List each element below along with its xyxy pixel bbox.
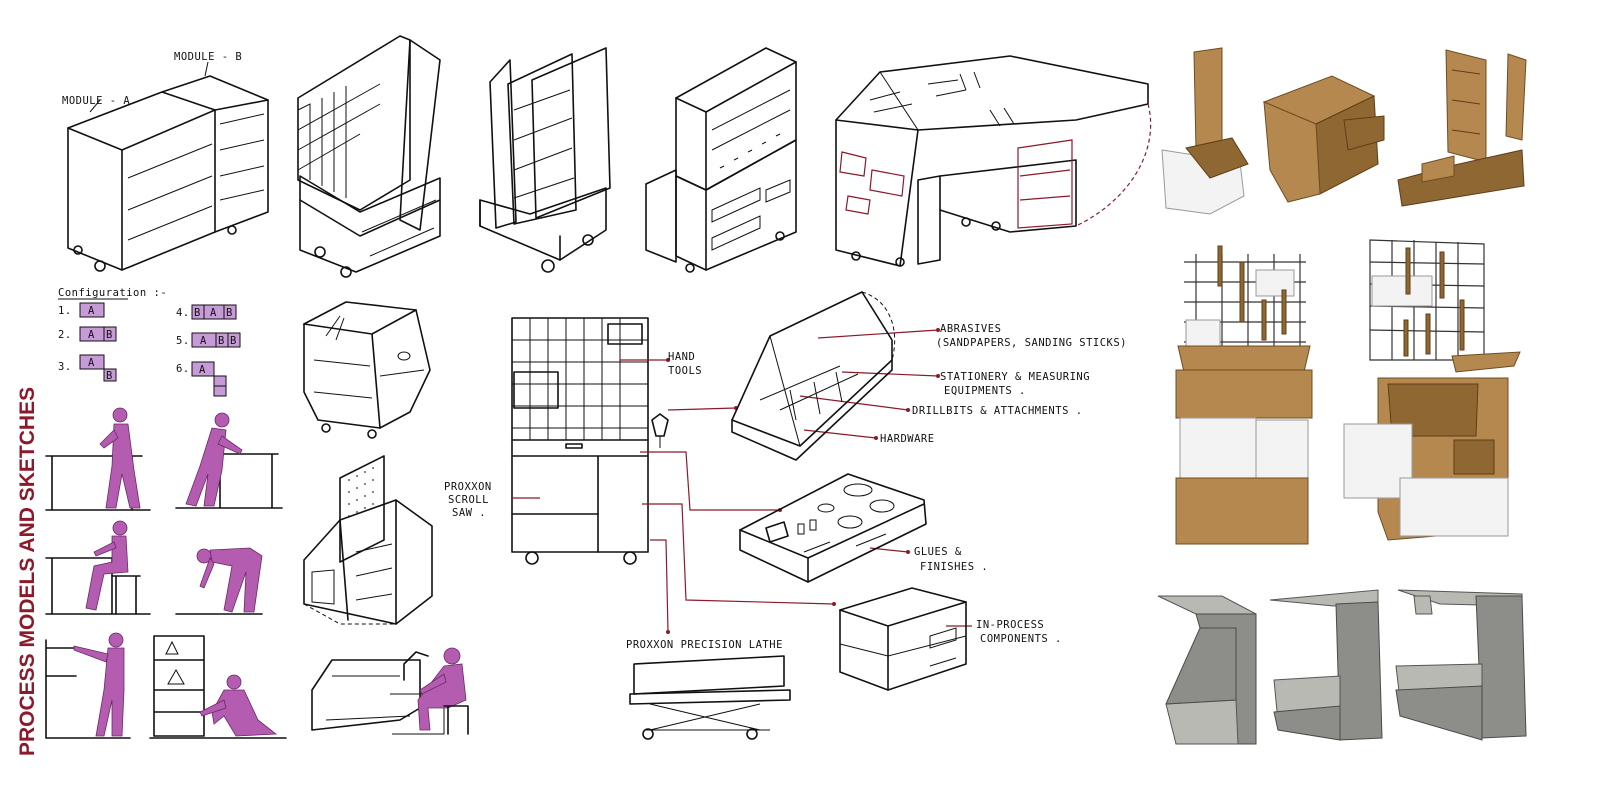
page-title-vertical: PROCESS MODELS AND SKETCHES (16, 387, 39, 756)
lathe-sketch (629, 655, 791, 740)
svg-text:FINISHES .: FINISHES . (920, 561, 988, 573)
svg-text:COMPONENTS .: COMPONENTS . (980, 633, 1062, 645)
hardware-tray-sketch (739, 473, 927, 583)
svg-text:B: B (106, 370, 113, 382)
cardboard-model-photo-2 (1262, 75, 1385, 203)
module-a-label: MODULE - A (62, 95, 130, 107)
svg-text:TOOLS: TOOLS (668, 365, 702, 377)
configuration-block: Configuration :- 1. A 2. A B 3. A B 4. B… (58, 287, 241, 397)
svg-text:EQUIPMENTS .: EQUIPMENTS . (944, 385, 1026, 397)
config-1-box-a (79, 302, 105, 318)
config-item-3: 3. (58, 361, 72, 373)
svg-text:A: A (88, 305, 95, 317)
config-item-1: 1. (58, 305, 72, 317)
annotation-labels: HAND TOOLS PROXXON SCROLL SAW . ABRASIVE… (444, 323, 1127, 651)
scroll-saw-figure-sketch (311, 647, 469, 735)
tool-station-sketch (511, 317, 669, 565)
svg-text:B: B (106, 329, 113, 341)
wire-cardboard-model-photo-1 (1175, 245, 1313, 545)
panel-cart-sketch (479, 47, 611, 273)
ergonomic-figures (45, 407, 287, 739)
config-item-6: 6. (176, 363, 190, 375)
svg-text:(SANDPAPERS, SANDING STICKS): (SANDPAPERS, SANDING STICKS) (936, 337, 1127, 349)
svg-text:A: A (200, 335, 207, 347)
abrasives-label: ABRASIVES (940, 323, 1001, 335)
metal-model-photo-3 (1395, 589, 1527, 741)
svg-text:SCROLL: SCROLL (448, 494, 489, 506)
metal-model-photo-2 (1269, 589, 1383, 741)
module-cabinet-sketch: MODULE - A MODULE - B (62, 51, 269, 272)
abrasives-tray-sketch (731, 291, 896, 461)
shelf-unit-sketch (303, 455, 433, 625)
svg-text:A: A (199, 364, 206, 376)
config-item-2: 2. (58, 329, 72, 341)
drawer-tower-sketch (645, 47, 797, 273)
wire-cardboard-model-photo-2 (1343, 239, 1521, 541)
svg-text:B: B (230, 335, 237, 347)
glues-label: GLUES & (914, 546, 962, 558)
metal-model-photo-1 (1157, 595, 1257, 745)
inprocess-label: IN-PROCESS (976, 619, 1044, 631)
svg-text:A: A (88, 357, 95, 369)
page-title: PROCESS MODELS AND SKETCHES (16, 387, 39, 756)
cardboard-model-photo-3 (1397, 49, 1527, 207)
cardboard-model-photo-1 (1161, 47, 1249, 215)
svg-text:B: B (194, 307, 201, 319)
annotation-lines (512, 328, 972, 634)
pegboard-cabinet-sketch (297, 35, 441, 278)
inprocess-box-sketch (839, 587, 967, 691)
workbench-sketch (835, 55, 1152, 267)
svg-text:B: B (218, 335, 225, 347)
hardware-label: HARDWARE (880, 433, 935, 445)
small-cart-sketch (303, 301, 431, 439)
svg-text:B: B (226, 307, 233, 319)
module-b-label: MODULE - B (174, 51, 242, 63)
configuration-heading: Configuration :- (58, 287, 167, 299)
hand-tools-label: HAND (668, 351, 695, 363)
config-item-5: 5. (176, 335, 190, 347)
stationery-label: STATIONERY & MEASURING (940, 371, 1090, 383)
proxxon-scroll-saw-label: PROXXON (444, 481, 492, 493)
svg-text:A: A (210, 307, 217, 319)
svg-text:A: A (88, 329, 95, 341)
config-item-4: 4. (176, 307, 190, 319)
svg-text:SAW .: SAW . (452, 507, 486, 519)
drillbits-label: DRILLBITS & ATTACHMENTS . (912, 405, 1083, 417)
lathe-label: PROXXON PRECISION LATHE (626, 639, 783, 651)
